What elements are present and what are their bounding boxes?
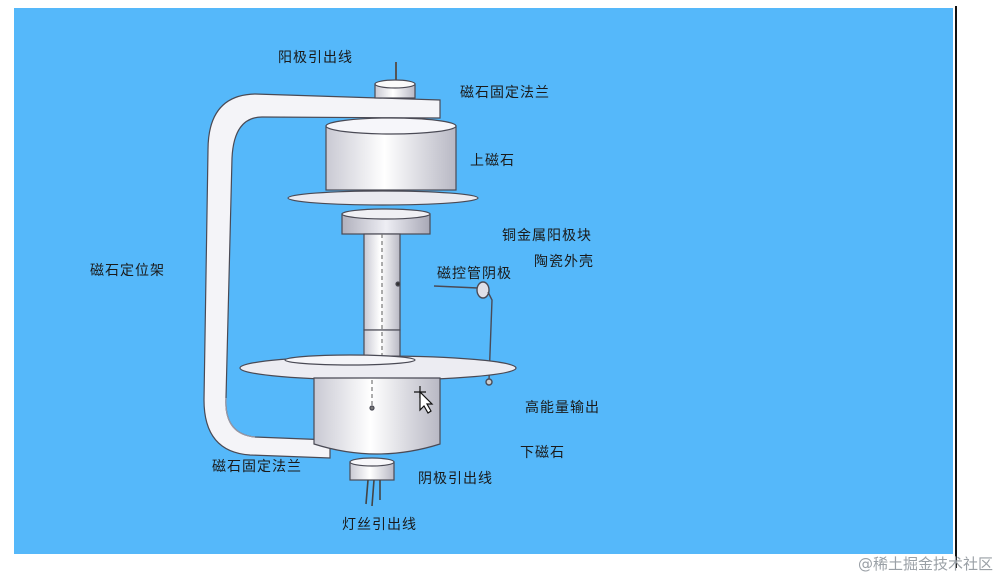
lower-plate	[239, 354, 517, 381]
label-ceramic-shell: 陶瓷外壳	[534, 254, 594, 270]
upper-magnet	[325, 117, 457, 191]
output-antenna	[433, 281, 493, 386]
bottom-flange	[349, 457, 395, 507]
label-anode-lead: 阳极引出线	[278, 50, 353, 66]
label-filament-lead: 灯丝引出线	[342, 517, 417, 533]
top-flange	[374, 62, 416, 99]
magnet-bracket	[203, 93, 441, 459]
label-output: 高能量输出	[525, 400, 600, 416]
lower-magnet	[313, 377, 441, 455]
upper-plate	[287, 190, 479, 206]
label-bottom-flange: 磁石固定法兰	[212, 459, 302, 475]
move-cursor-icon	[414, 386, 434, 414]
label-copper-anode: 铜金属阳极块	[502, 228, 592, 244]
label-upper-magnet: 上磁石	[470, 153, 515, 169]
label-cathode-lead: 阴极引出线	[418, 471, 493, 487]
watermark: @稀土掘金技术社区	[857, 555, 993, 573]
label-cathode: 磁控管阴极	[437, 266, 512, 282]
copper-anode-block	[341, 208, 431, 235]
ceramic-shell	[363, 233, 401, 361]
label-lower-magnet: 下磁石	[520, 445, 565, 461]
label-magnet-bracket: 磁石定位架	[90, 263, 165, 279]
diagram-background	[14, 8, 953, 554]
window-edge-line	[955, 6, 957, 568]
label-top-flange: 磁石固定法兰	[460, 85, 550, 101]
